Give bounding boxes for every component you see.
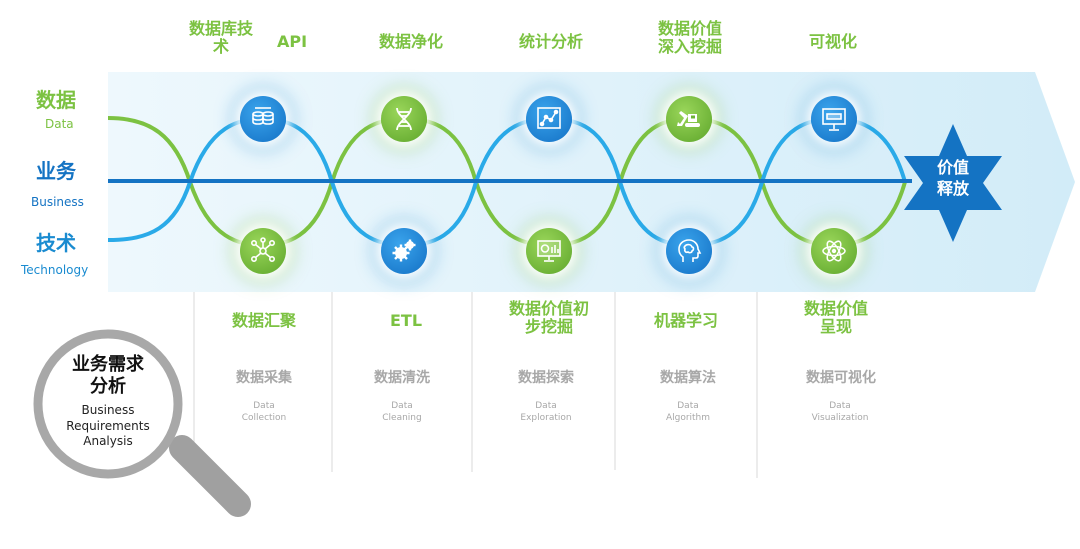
top-stage-statistical-analysis: 统计分析 <box>518 32 583 51</box>
top-stage-deep-value-mining: 数据价值 深入挖掘 <box>657 19 722 57</box>
sub-data-visualization-cn: 数据可视化 <box>806 370 876 386</box>
sub-data-collection-cn: 数据采集 <box>236 370 292 386</box>
stage-machine-learning: 机器学习 <box>653 311 718 330</box>
stage-data-aggregation: 数据汇聚 <box>231 311 296 330</box>
magnifier-graphic <box>33 329 251 517</box>
excavator-icon <box>666 96 712 142</box>
stage-etl: ETL <box>389 311 423 330</box>
sub-data-algorithm-cn: 数据算法 <box>660 370 716 386</box>
sub-data-cleaning-en: Data Cleaning <box>382 401 422 424</box>
sub-data-algorithm-en: Data Algorithm <box>665 401 711 424</box>
sub-data-visualization-en: Data Visualization <box>811 401 869 424</box>
business-label-en: Business <box>31 195 84 209</box>
sub-data-exploration-en: Data Exploration <box>520 401 572 424</box>
mag-subtitle: Business Requirements Analysis <box>66 403 150 449</box>
brain-head-icon <box>666 228 712 274</box>
chart-board-icon <box>526 96 572 142</box>
value-release-star <box>904 124 1002 242</box>
data-label-cn: 数据 <box>36 88 76 112</box>
data-label-en: Data <box>45 117 74 131</box>
business-requirements-analysis: 业务需求 分析 Business Requirements Analysis <box>58 354 158 450</box>
top-stage-data-cleansing: 数据净化 <box>378 32 443 51</box>
database-icon <box>240 96 286 142</box>
sub-data-exploration-cn: 数据探索 <box>518 370 574 386</box>
mag-title-line1: 业务需求 <box>72 354 144 375</box>
monitor-chart-icon <box>526 228 572 274</box>
network-nodes-icon <box>240 228 286 274</box>
presentation-board-icon <box>811 96 857 142</box>
mag-title-line2: 分析 <box>90 375 126 397</box>
top-stage-visualization: 可视化 <box>808 32 857 51</box>
technology-label-cn: 技术 <box>36 231 76 255</box>
top-stage-api: API <box>276 32 308 51</box>
stage-value-presentation: 数据价值 呈现 <box>803 299 868 337</box>
gears-icon <box>381 228 427 274</box>
sub-data-cleaning-cn: 数据清洗 <box>374 370 430 386</box>
atom-icon <box>811 228 857 274</box>
business-label-cn: 业务 <box>36 159 76 183</box>
sub-data-collection-en: Data Collection <box>241 401 287 424</box>
dna-icon <box>381 96 427 142</box>
technology-label-en: Technology <box>21 263 89 277</box>
top-stage-database-tech: 数据库技 术 <box>188 19 253 57</box>
stage-initial-value-mining: 数据价值初 步挖掘 <box>508 299 589 337</box>
value-release-label: 价值 释放 <box>936 158 969 198</box>
